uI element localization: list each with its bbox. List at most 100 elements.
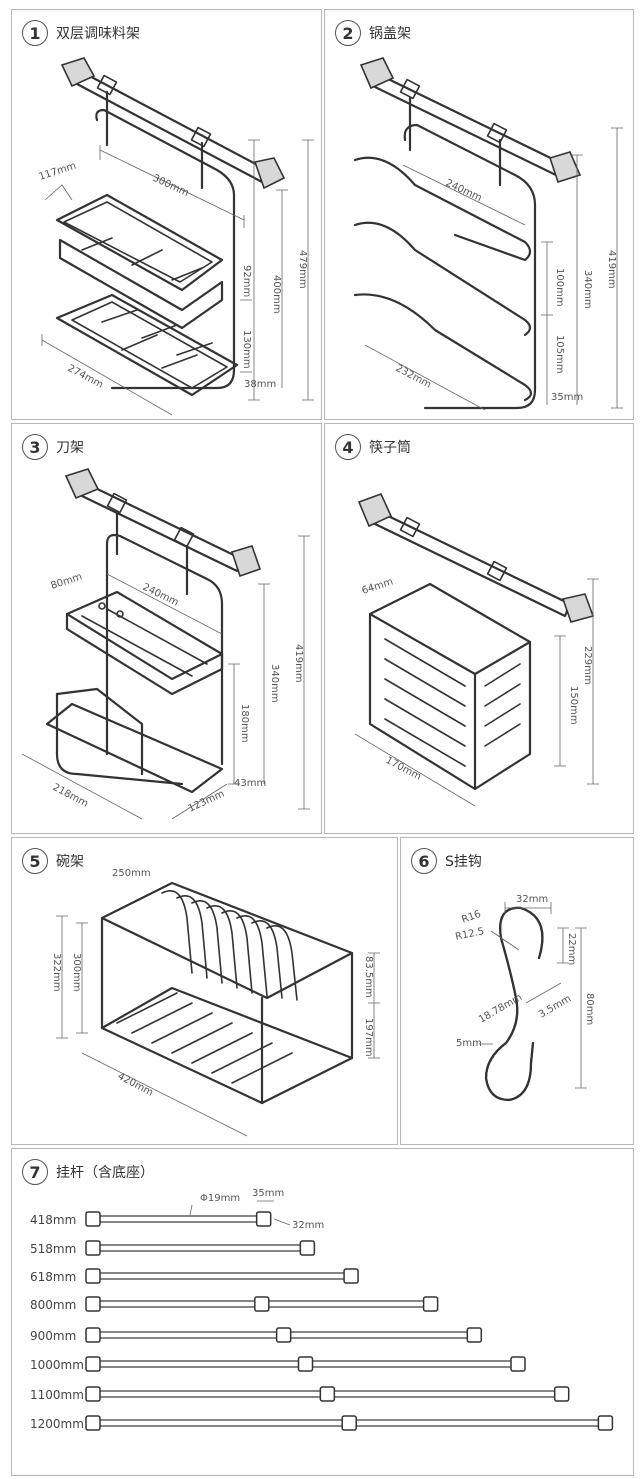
- rod-end-cap: [85, 1356, 101, 1372]
- rod-end-cap: [299, 1240, 316, 1256]
- dim-bottom: 43mm: [234, 778, 266, 789]
- rod: [85, 1415, 614, 1431]
- knife-rack-drawing: 240mm 80mm 419mm 340mm 180mm 43mm 218mm …: [21, 468, 310, 820]
- dim-bottom: 35mm: [551, 392, 583, 403]
- panel-header: 1 双层调味料架: [22, 20, 140, 46]
- dim-height-box: 150mm: [568, 686, 579, 725]
- lid-rack-drawing: 240mm 419mm 340mm 100mm 105mm 35mm 232mm: [353, 57, 623, 411]
- panel-lid-rack: 2 锅盖架 240mm 419mm 340mm 100mm 105mm 35mm…: [324, 9, 634, 420]
- dim-height-total: 479mm: [297, 250, 308, 289]
- dim-height-total: 229mm: [582, 646, 593, 685]
- panel-title: 筷子筒: [369, 440, 411, 456]
- upper-basket: [55, 193, 224, 330]
- dish-rack-drawing: 250mm 322mm 300mm 83.5mm 197mm 420mm: [51, 868, 380, 1137]
- rod-length-label: 1000mm: [30, 1358, 84, 1372]
- dim-base-width: 232mm: [394, 363, 433, 391]
- knife-block: [65, 590, 224, 696]
- chopstick-holder-drawing: 64mm 229mm 150mm 170mm: [354, 492, 599, 807]
- rod-end-cap: [85, 1415, 101, 1431]
- panel-header: 6 S挂钩: [411, 848, 482, 874]
- spice-rack-drawing: 300mm 117mm 479mm 400mm 92mm 130mm 38mm …: [38, 57, 314, 416]
- panel-title: 刀架: [56, 440, 84, 456]
- rod-length-label: 1200mm: [30, 1417, 84, 1431]
- dim-r-inner: R12.5: [454, 926, 485, 943]
- dim-height-total: 322mm: [51, 953, 62, 992]
- dim-lower: 180mm: [239, 704, 250, 743]
- dim-base-width: 274mm: [66, 363, 105, 391]
- hanging-rod: [60, 57, 286, 190]
- dim-depth: 250mm: [112, 868, 151, 879]
- dim-diameter: Φ19mm: [200, 1193, 240, 1204]
- panel-header: 3 刀架: [22, 434, 84, 460]
- dim-height-frame: 340mm: [582, 270, 593, 309]
- dim-height-frame: 400mm: [271, 275, 282, 314]
- s-hook-drawing: 32mm R16 R12.5 22mm 80mm 18.78mm 3.5mm 5…: [454, 894, 595, 1102]
- panel-title: 锅盖架: [369, 26, 411, 42]
- rod-length-label: 418mm: [30, 1213, 77, 1227]
- rod-end-cap: [255, 1211, 272, 1227]
- basket: [368, 582, 532, 791]
- rod-end-cap: [422, 1296, 439, 1312]
- panel-title: 挂杆（含底座）: [56, 1165, 154, 1181]
- dim-depth: 117mm: [38, 160, 78, 182]
- panel-rods: 7 挂杆（含底座） 418mm 518mm 618mm 800mm 900mm …: [11, 1148, 634, 1476]
- hanging-rod: [64, 468, 262, 578]
- rod: [85, 1386, 570, 1402]
- rod-end-cap: [85, 1268, 101, 1284]
- panel-header: 5 碗架: [22, 848, 84, 874]
- dim-height-total: 419mm: [606, 250, 617, 289]
- panel-title: S挂钩: [445, 854, 482, 870]
- rod-mid-bracket: [341, 1415, 357, 1431]
- rod: [85, 1211, 272, 1227]
- dim-base-width: 170mm: [384, 755, 423, 783]
- rod-end-cap: [85, 1240, 101, 1256]
- dim-r-outer: R16: [460, 909, 482, 926]
- dim-base-width: 218mm: [51, 782, 90, 810]
- rod: [85, 1268, 359, 1284]
- rod-end-cap: [553, 1386, 570, 1402]
- dim-length: 420mm: [116, 1071, 155, 1099]
- hanging-rod: [357, 492, 595, 623]
- panel-number: 4: [335, 434, 361, 460]
- panel-number: 2: [335, 20, 361, 46]
- dim-wire: 3.5mm: [537, 993, 573, 1020]
- rod-mid-bracket: [297, 1356, 314, 1372]
- rod-length-label: 900mm: [30, 1329, 77, 1343]
- panel-chopstick-holder: 4 筷子筒 64mm 229mm 150mm 170mm: [324, 423, 634, 834]
- rod-bar: [94, 1272, 350, 1280]
- panel-number: 5: [22, 848, 48, 874]
- dim-width: 300mm: [151, 173, 191, 199]
- dim-gap-lower: 105mm: [554, 335, 565, 374]
- rod-mid-bracket: [319, 1386, 336, 1402]
- hanging-rod: [359, 57, 582, 184]
- panel-knife-rack: 3 刀架 240mm 80mm 419mm 340mm 180mm 43: [11, 423, 322, 834]
- rod-end-cap: [85, 1296, 101, 1312]
- dim-bottom: 38mm: [244, 379, 276, 390]
- rod-bar: [94, 1244, 307, 1252]
- rack-frame: [100, 881, 354, 1105]
- panel-number: 3: [22, 434, 48, 460]
- dim-cap-len: 35mm: [252, 1188, 284, 1199]
- rod: [85, 1240, 316, 1256]
- dim-gap-lower: 130mm: [241, 330, 252, 369]
- lower-basket: [55, 293, 239, 397]
- rod-mid-bracket: [254, 1296, 270, 1312]
- rod-length-label: 1100mm: [30, 1388, 84, 1402]
- rod: [85, 1296, 439, 1312]
- panel-number: 1: [22, 20, 48, 46]
- rod-end-cap: [85, 1386, 101, 1402]
- dim-width: 240mm: [444, 178, 484, 204]
- panel-title: 双层调味料架: [56, 26, 140, 42]
- panel-number: 7: [22, 1159, 48, 1185]
- rod: [85, 1356, 526, 1372]
- panel-header: 4 筷子筒: [335, 434, 411, 460]
- dim-width: 32mm: [516, 894, 548, 905]
- rod: [85, 1327, 483, 1343]
- dim-upper: 83.5mm: [363, 956, 374, 998]
- rod-mid-bracket: [275, 1327, 292, 1343]
- dim-cap-h: 32mm: [292, 1220, 324, 1231]
- dim-height: 80mm: [584, 993, 595, 1025]
- rod-end-cap: [597, 1415, 614, 1431]
- rod-length-label: 518mm: [30, 1242, 77, 1256]
- dim-gap-upper: 92mm: [241, 265, 252, 297]
